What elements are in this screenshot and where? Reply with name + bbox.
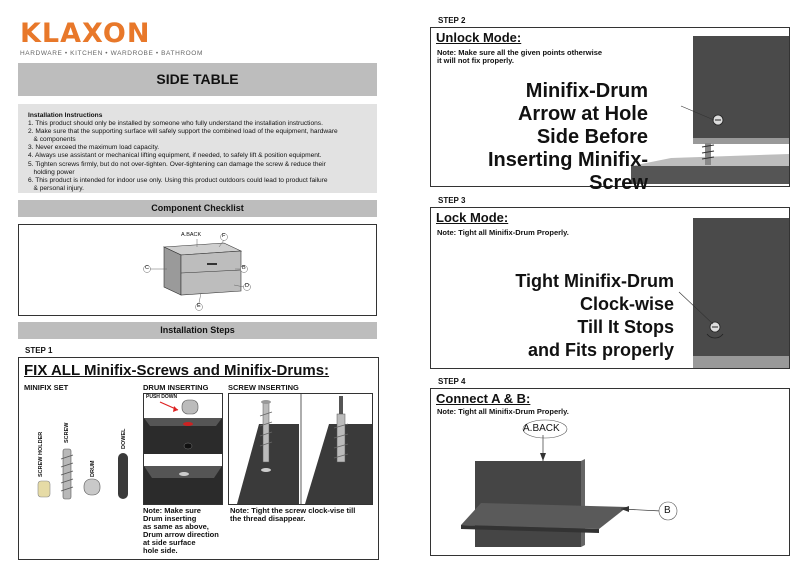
drum-note-line: hole side.: [143, 546, 178, 555]
step4-label: STEP 4: [438, 377, 466, 386]
drum-inserting-panel: PUSH DOWN: [143, 393, 223, 505]
screw-note-line: Note: Tight the screw clock-vise till: [230, 506, 356, 515]
step3-title: Lock Mode:: [436, 210, 509, 225]
part-screw: SCREW: [64, 422, 70, 443]
drum-note-line: Drum inserting: [143, 514, 197, 523]
minifix-set-label: MINIFIX SET: [24, 383, 69, 392]
step3-callout: Tight Minifix-Drum Clock-wise Till It St…: [430, 270, 674, 362]
part-label-d: D: [245, 283, 249, 289]
step2-box: [430, 27, 790, 187]
part-label-c: C: [145, 265, 149, 271]
instruction-line: 5. Tighten screws firmly, but do not ove…: [28, 160, 326, 168]
page-title: SIDE TABLE: [18, 63, 377, 96]
brand-logo: KLAXON HARDWARE • KITCHEN • WARDROBE • B…: [20, 18, 203, 58]
step4-note: Note: Tight all Minifix-Drum Properly.: [437, 407, 569, 416]
part-label-b: B: [242, 265, 246, 271]
instruction-line: & personal injury.: [28, 184, 84, 192]
minifix-set-illustration: SCREW HOLDER SCREW DRUM DOWEL: [24, 393, 136, 505]
screw-inserting-panel: [228, 393, 373, 505]
part-screw-holder: SCREW HOLDER: [38, 431, 44, 477]
step2-label: STEP 2: [438, 16, 466, 25]
step4-title: Connect A & B:: [436, 391, 531, 406]
drum-note: Note: Make sure Drum inserting as same a…: [143, 507, 219, 555]
step2-callout-line: Inserting Minifix-Screw: [488, 149, 648, 194]
instruction-line: 1. This product should only be installed…: [28, 120, 323, 128]
part-label-f: F: [222, 233, 226, 239]
drum-note-line: as same as above,: [143, 522, 209, 531]
brand-tagline: HARDWARE • KITCHEN • WARDROBE • BATHROOM: [20, 50, 203, 57]
step2-title: Unlock Mode:: [436, 30, 522, 45]
step4-label-a: A.BACK: [523, 423, 560, 434]
instruction-line: 4. Always use assistant or mechanical li…: [28, 152, 322, 160]
instruction-line: 6. This product is intended for indoor u…: [28, 176, 328, 184]
step2-note: Note: Make sure all the given points oth…: [437, 49, 602, 65]
part-drum: DRUM: [90, 460, 96, 478]
step2-callout-line: Side Before: [536, 126, 648, 148]
screw-inserting-label: SCREW INSERTING: [228, 383, 299, 392]
part-label-a: A.BACK: [181, 232, 202, 238]
installation-instructions: Installation Instructions 1. This produc…: [18, 104, 377, 193]
step2-callout: Minifix-Drum Arrow at Hole Side Before I…: [430, 80, 648, 195]
drum-note-line: at side surface: [143, 538, 196, 547]
step2-note-line: it will not fix properly.: [437, 56, 514, 65]
step3-label: STEP 3: [438, 196, 466, 205]
instructions-heading: Installation Instructions: [28, 112, 103, 119]
component-checklist-header: Component Checklist: [18, 200, 377, 217]
step1-label: STEP 1: [25, 346, 53, 355]
step3-callout-line: Till It Stops: [577, 317, 674, 337]
component-checklist-box: A.BACK C F B D E: [18, 224, 377, 316]
step2-callout-line: Arrow at Hole: [517, 103, 648, 125]
push-down-label: PUSH DOWN: [146, 394, 178, 400]
drum-inserting-label: DRUM INSERTING: [143, 383, 209, 392]
installation-steps-header: Installation Steps: [18, 322, 377, 339]
step3-callout-line: Tight Minifix-Drum: [515, 271, 674, 291]
step4-label-b: B: [664, 505, 671, 516]
step3-callout-line: and Fits properly: [527, 340, 674, 360]
drum-note-line: Drum arrow direction: [143, 530, 219, 539]
part-dowel: DOWEL: [121, 428, 127, 449]
step2-note-line: Note: Make sure all the given points oth…: [437, 48, 603, 57]
instruction-line: 3. Never exceed the maximum load capacit…: [28, 144, 160, 152]
step2-callout-line: Minifix-Drum: [525, 80, 648, 102]
screw-note-line: the thread disappear.: [230, 514, 306, 523]
step4-box: A.BACK B: [430, 388, 790, 556]
drum-note-line: Note: Make sure: [143, 506, 201, 515]
instruction-line: holding power: [28, 168, 75, 176]
instruction-line: 2. Make sure that the supporting surface…: [28, 128, 338, 136]
screw-note: Note: Tight the screw clock-vise till th…: [230, 507, 355, 523]
step1-title: FIX ALL Minifix-Screws and Minifix-Drums…: [24, 362, 330, 379]
step3-note: Note: Tight all Minifix-Drum Properly.: [437, 228, 569, 237]
step3-box: [430, 207, 790, 369]
part-label-e: E: [197, 303, 201, 309]
brand-name: KLAXON: [20, 18, 151, 49]
step1-box: [18, 357, 379, 560]
side-table-exploded-diagram: [143, 233, 251, 311]
step3-callout-line: Clock-wise: [579, 294, 674, 314]
instruction-line: & components: [28, 136, 76, 144]
